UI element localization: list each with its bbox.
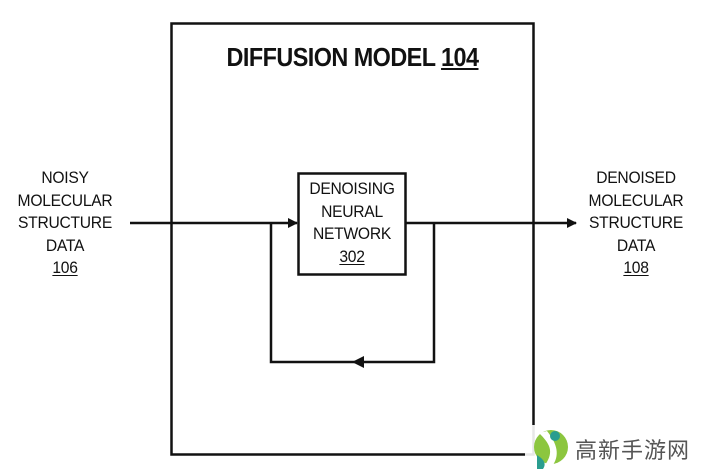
network-ref-number: 302 <box>339 246 365 266</box>
network-label: DENOISING NEURAL NETWORK 302 <box>302 178 401 268</box>
output-ref-number: 108 <box>623 258 649 277</box>
input-label: NOISY MOLECULAR STRUCTURE DATA 106 <box>14 167 115 280</box>
diagram-title: DIFFUSION MODEL 104 <box>189 42 516 73</box>
output-line-4: DATA <box>616 235 656 255</box>
output-line-1: DENOISED <box>596 168 676 187</box>
denoising-network-box <box>297 172 407 276</box>
watermark-text: 高新手游网 <box>575 439 691 464</box>
input-line-1: NOISY <box>41 168 89 187</box>
output-label: DENOISED MOLECULAR STRUCTURE DATA 108 <box>584 167 687 280</box>
input-line-3: STRUCTURE <box>18 213 112 232</box>
diffusion-model-box <box>170 22 535 456</box>
network-line-3: NETWORK <box>312 224 391 243</box>
input-ref-number: 106 <box>52 258 78 277</box>
title-ref-number: 104 <box>441 42 479 72</box>
output-line-2: MOLECULAR <box>588 190 684 210</box>
network-line-2: NEURAL <box>321 201 383 221</box>
watermark-logo-icon <box>525 425 704 471</box>
input-line-2: MOLECULAR <box>17 190 113 210</box>
feedback-arrowhead <box>352 356 364 368</box>
network-line-1: DENOISING <box>309 179 395 198</box>
title-text: DIFFUSION MODEL <box>226 42 436 72</box>
output-line-3: STRUCTURE <box>589 213 683 232</box>
input-line-4: DATA <box>45 235 85 255</box>
